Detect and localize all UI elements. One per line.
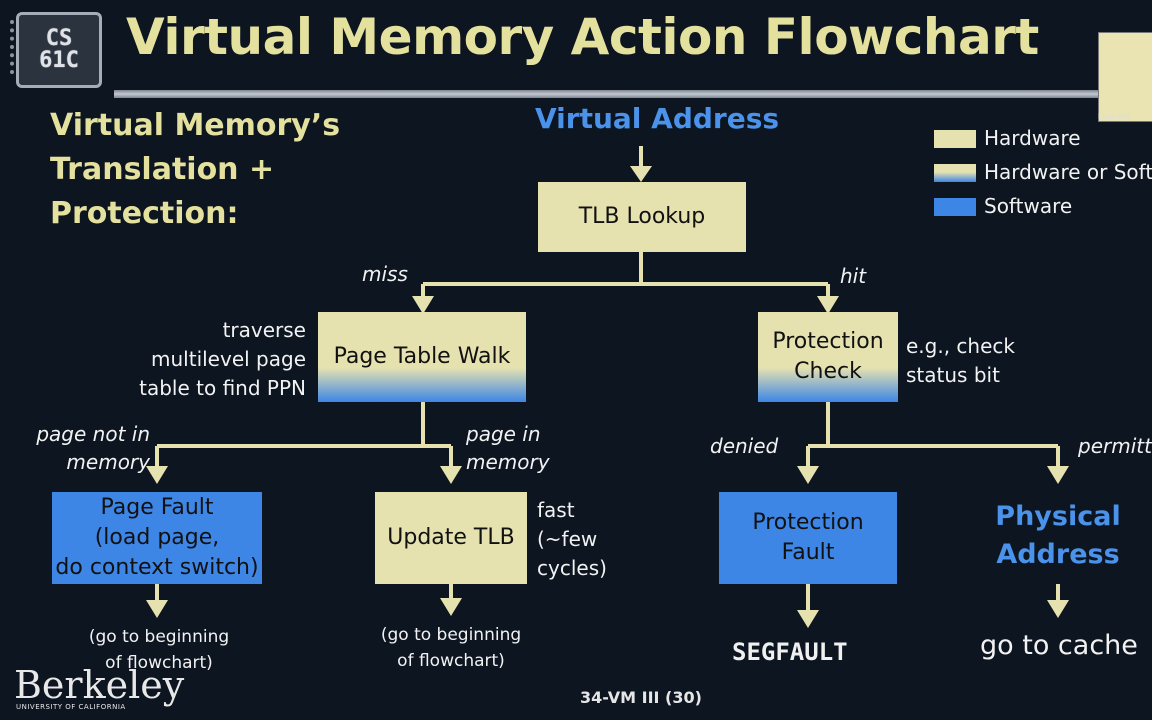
traverse-note-line3: table to find PPN — [139, 376, 306, 400]
tlb-lookup-box: TLB Lookup — [538, 182, 746, 252]
physical-address-line2: Address — [996, 539, 1120, 570]
traverse-note-line1: traverse — [222, 318, 306, 342]
physical-address-label: Physical Address — [994, 498, 1122, 574]
physical-address-line1: Physical — [995, 501, 1121, 532]
update-tlb-box: Update TLB — [375, 492, 527, 584]
segfault-label: SEGFAULT — [732, 638, 848, 666]
legend-software-swatch — [934, 198, 976, 216]
miss-label: miss — [362, 262, 408, 286]
legend-hardware-swatch — [934, 130, 976, 148]
page-in-memory-label: page in memory — [466, 420, 550, 476]
legend-hardware-label: Hardware — [984, 126, 1081, 150]
legend-software-label: Software — [984, 194, 1073, 218]
protection-note: e.g., check status bit — [906, 332, 1015, 390]
traverse-note: traverse multilevel page table to find P… — [136, 316, 306, 403]
page-not-in-memory-line2: memory — [66, 450, 150, 474]
go-to-cache-label: go to cache — [980, 630, 1138, 661]
goto-beginning-2-line1: (go to beginning — [380, 625, 522, 645]
page-fault-line1: Page Fault — [100, 495, 214, 520]
fast-note-line1: fast — [537, 498, 575, 522]
page-table-walk-text: Page Table Walk — [333, 344, 511, 369]
slide-subtitle: Virtual Memory’s Translation + Protectio… — [50, 108, 341, 231]
protection-fault-line1: Protection — [752, 510, 864, 535]
cs61c-logo: CS 61C — [16, 12, 102, 88]
goto-beginning-2-line2: of flowchart) — [397, 651, 505, 671]
title-divider — [114, 90, 1114, 98]
page-fault-box: Page Fault (load page, do context switch… — [52, 492, 262, 584]
speaker-thumbnail — [1098, 32, 1152, 122]
logo-line2: 61C — [39, 48, 79, 73]
logo-line1: CS — [45, 26, 73, 51]
page-fault-line2: (load page, — [94, 525, 220, 550]
legend-mixed-swatch — [934, 164, 976, 182]
protection-fault-line2: Fault — [781, 540, 835, 565]
slide-title: Virtual Memory Action Flowchart — [126, 8, 1039, 66]
denied-label: denied — [710, 434, 779, 458]
protection-check-line2: Check — [794, 359, 862, 384]
page-not-in-memory-line1: page not in — [36, 422, 150, 446]
protection-check-box: Protection Check — [758, 312, 898, 402]
permitted-label: permitt — [1078, 434, 1152, 458]
update-tlb-text: Update TLB — [387, 525, 515, 550]
hit-label: hit — [840, 264, 867, 288]
legend-mixed-label: Hardware or Soft — [984, 160, 1152, 184]
tlb-lookup-text: TLB Lookup — [578, 204, 706, 229]
page-fault-line3: do context switch) — [55, 555, 259, 580]
traverse-note-line2: multilevel page — [151, 347, 306, 371]
virtual-address-label: Virtual Address — [535, 102, 780, 135]
page-in-memory-line2: memory — [466, 450, 550, 474]
goto-beginning-note-1: (go to beginning of flowchart) — [76, 624, 242, 676]
page-table-walk-box: Page Table Walk — [318, 312, 526, 402]
goto-beginning-note-2: (go to beginning of flowchart) — [368, 622, 534, 674]
page-not-in-memory-label: page not in memory — [34, 420, 150, 476]
protection-note-line2: status bit — [906, 363, 1000, 387]
slide-number: 34-VM III (30) — [580, 688, 702, 707]
page-in-memory-line1: page in — [466, 422, 541, 446]
goto-beginning-1-line1: (go to beginning — [88, 627, 230, 647]
fast-note-line3: cycles) — [537, 556, 607, 580]
goto-beginning-1-line2: of flowchart) — [105, 653, 213, 673]
berkeley-wordmark: Berkeley — [14, 663, 185, 707]
fast-note: fast (~few cycles) — [537, 496, 607, 583]
protection-fault-box: Protection Fault — [719, 492, 897, 584]
berkeley-subtitle: UNIVERSITY OF CALIFORNIA — [16, 703, 126, 711]
speaker-name: Lisa Yan — [1098, 112, 1131, 121]
protection-check-line1: Protection — [772, 329, 884, 354]
fast-note-line2: (~few — [537, 527, 598, 551]
protection-note-line1: e.g., check — [906, 334, 1015, 358]
